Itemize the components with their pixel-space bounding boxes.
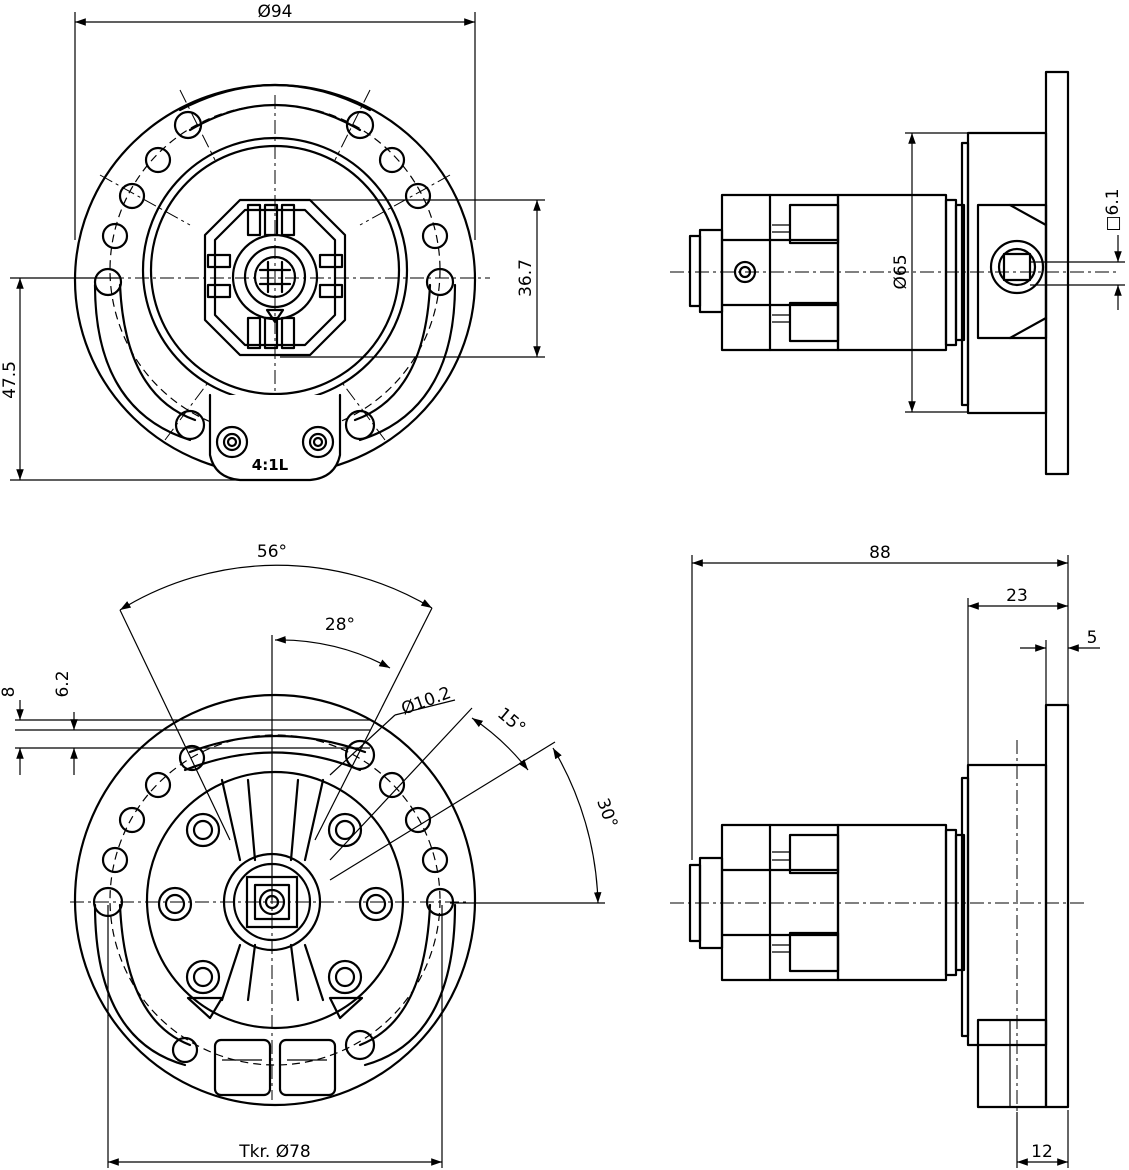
ratio-marking: 4:1L: [252, 456, 289, 474]
dim-outer-diameter: Ø94: [257, 2, 292, 22]
side-view-bottom: 88 23 5 12: [670, 543, 1100, 1168]
dim-23: 23: [1006, 586, 1028, 606]
dim-diameter-65: Ø65: [891, 254, 911, 289]
dim-total-length: 88: [869, 543, 891, 563]
dim-square-6-1: □6.1: [1103, 188, 1123, 231]
flange-outline-rear: [73, 693, 477, 1107]
rear-view-bottom: 56° 28° 15° 30° Ø10.2 8 6.2: [0, 542, 621, 1168]
dim-12: 12: [1031, 1142, 1053, 1162]
dim-6-2: 6.2: [53, 670, 73, 697]
dim-bolt-circle: Tkr. Ø78: [238, 1142, 310, 1162]
dim-8: 8: [0, 687, 19, 698]
dim-vertical-left: 47.5: [0, 361, 20, 399]
flange-plate: [1044, 70, 1070, 476]
dim-angle-15: 15°: [493, 704, 529, 739]
dim-angle-56: 56°: [257, 542, 287, 562]
dim-5: 5: [1087, 628, 1098, 648]
dim-hole-diameter: Ø10.2: [399, 683, 454, 719]
front-view-top: Ø94: [0, 2, 545, 482]
dim-angle-28: 28°: [325, 615, 355, 635]
dim-angle-30: 30°: [592, 796, 621, 831]
side-view-top: Ø65 □6.1: [670, 70, 1125, 476]
dim-vertical-right: 36.7: [516, 259, 536, 297]
